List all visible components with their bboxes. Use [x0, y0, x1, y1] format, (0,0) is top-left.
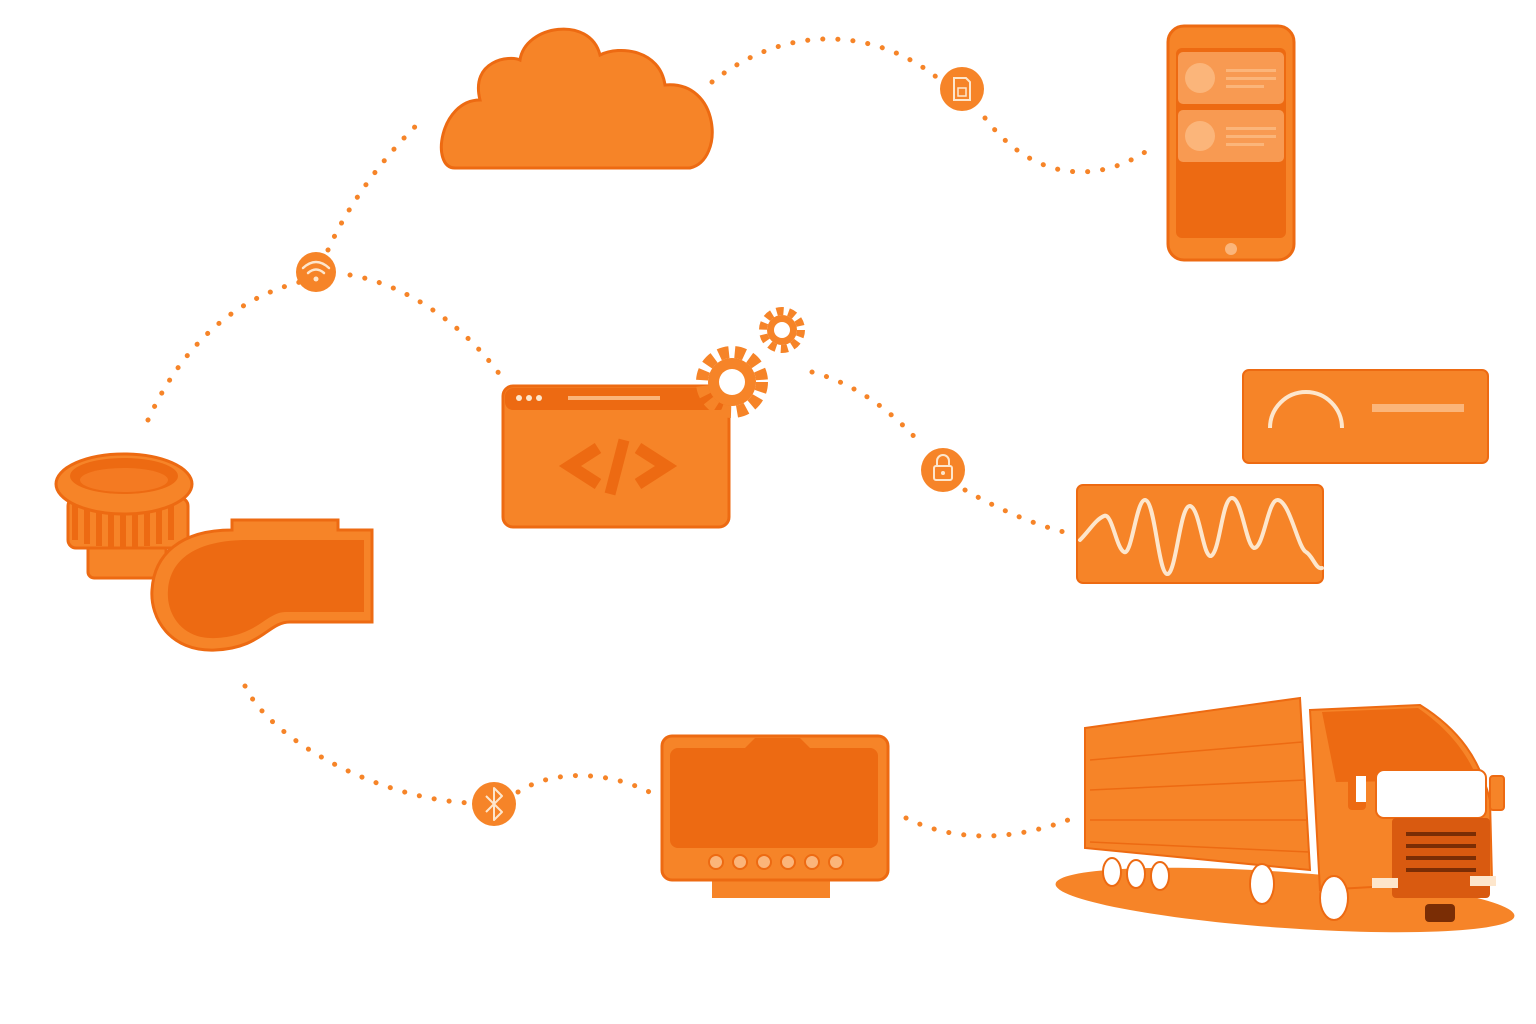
- sim-card-icon: [940, 67, 984, 111]
- wifi-icon: [296, 252, 336, 292]
- path-display-to-truck: [903, 815, 1071, 839]
- path-bluetooth-to-display: [515, 773, 658, 798]
- waveform-icon: [1076, 484, 1324, 584]
- truck-icon: [1055, 696, 1515, 933]
- lock-icon: [921, 448, 965, 492]
- gear-icon: [696, 307, 805, 418]
- connectors: [145, 36, 1158, 839]
- in-cab-display-icon: [660, 734, 890, 898]
- smartphone-icon: [1166, 24, 1296, 262]
- cloud-icon: [439, 27, 714, 170]
- path-gears-to-lock: [809, 369, 925, 448]
- gauge-icon: [1242, 369, 1489, 464]
- path-wifi-to-code: [347, 272, 508, 385]
- path-sensor-to-bluetooth: [242, 683, 475, 806]
- path-sim-to-mobile: [982, 115, 1158, 175]
- path-sensor-to-wifi: [145, 279, 303, 423]
- path-wifi-to-cloud: [325, 119, 423, 253]
- code-window-icon: [501, 384, 731, 529]
- bluetooth-icon: [472, 782, 516, 826]
- path-lock-to-wave: [962, 487, 1071, 536]
- path-cloud-to-sim: [709, 36, 943, 85]
- sensor-device-icon: [54, 452, 374, 652]
